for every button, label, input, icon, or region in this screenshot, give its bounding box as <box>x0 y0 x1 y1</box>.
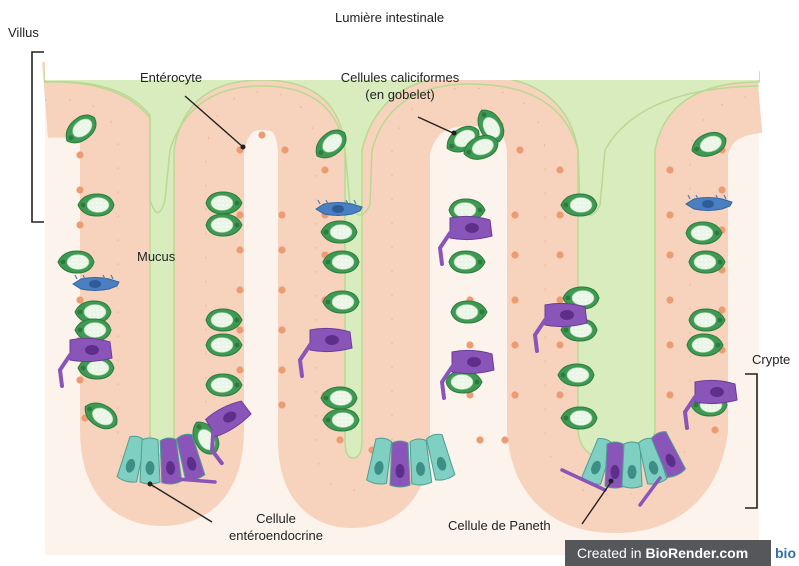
enterocyte-nucleus <box>556 341 563 348</box>
paneth-cell <box>390 441 410 487</box>
enterocyte-nucleus <box>236 366 243 373</box>
enterocyte-nucleus <box>511 341 518 348</box>
goblet-pointer-dot <box>452 131 457 136</box>
enterocyte-nucleus <box>711 426 718 433</box>
enterocyte-label: Entérocyte <box>140 70 202 85</box>
enterocyte-nucleus <box>236 246 243 253</box>
enterocyte-nucleus <box>321 166 328 173</box>
enterocyte-nucleus <box>281 146 288 153</box>
enterocyte-nucleus <box>476 436 483 443</box>
enterocyte-nucleus <box>516 146 523 153</box>
enterocyte-nucleus <box>236 326 243 333</box>
enterocyte-nucleus <box>511 211 518 218</box>
enteroendocrine-label-line1: Cellule <box>256 511 296 526</box>
goblet-cell-label-line2: (en gobelet) <box>365 87 434 102</box>
lumen-label: Lumière intestinale <box>335 10 444 25</box>
enterocyte-nucleus <box>236 211 243 218</box>
enterocyte-nucleus <box>76 186 83 193</box>
enterocyte-nucleus <box>556 296 563 303</box>
enterocyte-nucleus <box>511 391 518 398</box>
villus-label: Villus <box>8 25 39 40</box>
enterocyte-nucleus <box>556 166 563 173</box>
enterocyte-nucleus <box>666 296 673 303</box>
enterocyte-nucleus <box>666 166 673 173</box>
enterocyte-nucleus <box>718 186 725 193</box>
enterocyte-nucleus <box>278 246 285 253</box>
enterocyte-nucleus <box>666 341 673 348</box>
enterocyte-nucleus <box>236 286 243 293</box>
enterocyte-pointer-dot <box>241 145 246 150</box>
enterocyte-nucleus <box>666 391 673 398</box>
watermark-logo-tail: bio <box>771 540 799 566</box>
enterocyte-nucleus <box>278 326 285 333</box>
biorender-watermark: Created in BioRender.com <box>565 540 799 566</box>
enterocyte-nucleus <box>278 286 285 293</box>
enterocyte-nucleus <box>278 211 285 218</box>
enterocyte-nucleus <box>258 131 265 138</box>
enterocyte-nucleus <box>666 251 673 258</box>
enterocyte-nucleus <box>556 391 563 398</box>
villus-bracket <box>32 52 44 222</box>
enteroendocrine-pointer-dot <box>148 482 153 487</box>
enteroendocrine-label-line2: entéroendocrine <box>229 528 323 543</box>
enterocyte-nucleus <box>501 436 508 443</box>
enterocyte-nucleus <box>511 296 518 303</box>
crypt-label: Crypte <box>752 352 790 367</box>
paneth-label: Cellule de Paneth <box>448 518 551 533</box>
watermark-brand: BioRender.com <box>645 545 748 561</box>
enterocyte-nucleus <box>466 341 473 348</box>
watermark-prefix: Created in <box>577 545 645 561</box>
mucus-label: Mucus <box>137 249 175 264</box>
enterocyte-nucleus <box>556 211 563 218</box>
goblet-cell-label-line1: Cellules caliciformes <box>341 70 459 85</box>
enterocyte-nucleus <box>76 221 83 228</box>
enterocyte-nucleus <box>556 251 563 258</box>
enterocyte-nucleus <box>76 296 83 303</box>
enterocyte-nucleus <box>278 366 285 373</box>
stem-cell <box>140 438 160 484</box>
enterocyte-nucleus <box>76 376 83 383</box>
enterocyte-nucleus <box>511 251 518 258</box>
stem-cell <box>622 442 642 488</box>
enterocyte-nucleus <box>278 401 285 408</box>
paneth-pointer-dot <box>609 479 614 484</box>
enterocyte-nucleus <box>666 211 673 218</box>
enterocyte-nucleus <box>336 436 343 443</box>
enterocyte-nucleus <box>76 151 83 158</box>
